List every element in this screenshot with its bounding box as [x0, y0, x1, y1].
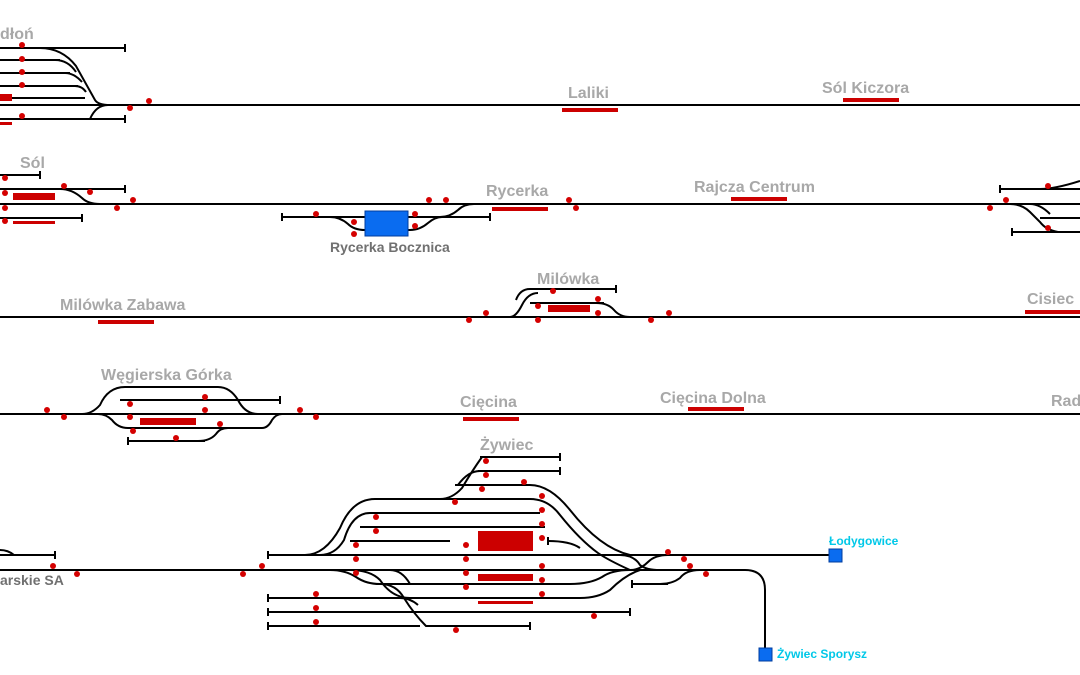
station-label: Cisiec — [1027, 291, 1074, 308]
signal-icon[interactable] — [2, 175, 136, 224]
platform-marker — [463, 417, 519, 421]
occupied-track — [478, 574, 533, 581]
row-2: Sól Rycerka Bocznica Rycerka Rajcza Cent… — [0, 155, 1080, 255]
platform-marker — [688, 407, 744, 411]
platform-marker — [1025, 310, 1080, 314]
station-label: Żywiec — [480, 436, 533, 454]
signal-icon[interactable] — [566, 197, 579, 211]
station-label: Cięcina Dolna — [660, 390, 766, 407]
signal-icon[interactable] — [313, 197, 449, 237]
platform-marker — [478, 601, 533, 604]
occupied-track — [13, 193, 55, 200]
siding-label: Rycerka Bocznica — [330, 239, 450, 255]
row-5: arskie SA — [0, 436, 899, 662]
exit-block-lodygowice[interactable] — [828, 548, 843, 563]
station-label: Cięcina — [460, 394, 517, 411]
signal-icon[interactable] — [44, 394, 319, 441]
station-label: Rycerka — [486, 183, 548, 200]
platform-marker — [562, 108, 618, 112]
platform-marker — [98, 320, 154, 324]
station-label: Rajcza Centrum — [694, 179, 815, 196]
platform-marker — [13, 221, 55, 224]
exit-label: Żywiec Sporysz — [777, 646, 867, 661]
station-label: Węgierska Górka — [101, 367, 232, 384]
exit-label: Łodygowice — [829, 534, 899, 548]
platform-marker — [843, 98, 899, 102]
station-label: Rad — [1051, 393, 1080, 410]
row-4: Węgierska Górka Cięcina Cięcina Dolna Ra… — [0, 367, 1080, 445]
station-label: Milówka Zabawa — [60, 297, 185, 314]
occupied-track — [548, 305, 590, 312]
station-label: arskie SA — [0, 572, 64, 588]
signal-icon[interactable] — [466, 288, 672, 323]
station-label: dłoń — [0, 26, 34, 43]
station-label: Milówka — [537, 271, 599, 288]
siding-block[interactable] — [364, 210, 409, 237]
signal-icon[interactable] — [50, 563, 265, 577]
station-label: Sól Kiczora — [822, 80, 909, 97]
occupied-track — [0, 122, 12, 125]
platform-marker — [731, 197, 787, 201]
station-label: Laliki — [568, 85, 609, 102]
occupied-track — [0, 94, 12, 101]
row-1: dłoń Laliki Sól Kiczora — [0, 26, 1080, 125]
occupied-track — [140, 418, 196, 425]
occupied-track — [478, 531, 533, 551]
station-label: Sól — [20, 155, 45, 172]
platform-marker — [492, 207, 548, 211]
exit-block-zywiec-sporysz[interactable] — [758, 647, 773, 662]
row-3: Milówka Zabawa Milówka Cisiec — [0, 271, 1080, 324]
signal-icon[interactable] — [313, 458, 709, 633]
signal-icon[interactable] — [987, 183, 1051, 231]
signal-icon[interactable] — [19, 42, 152, 119]
